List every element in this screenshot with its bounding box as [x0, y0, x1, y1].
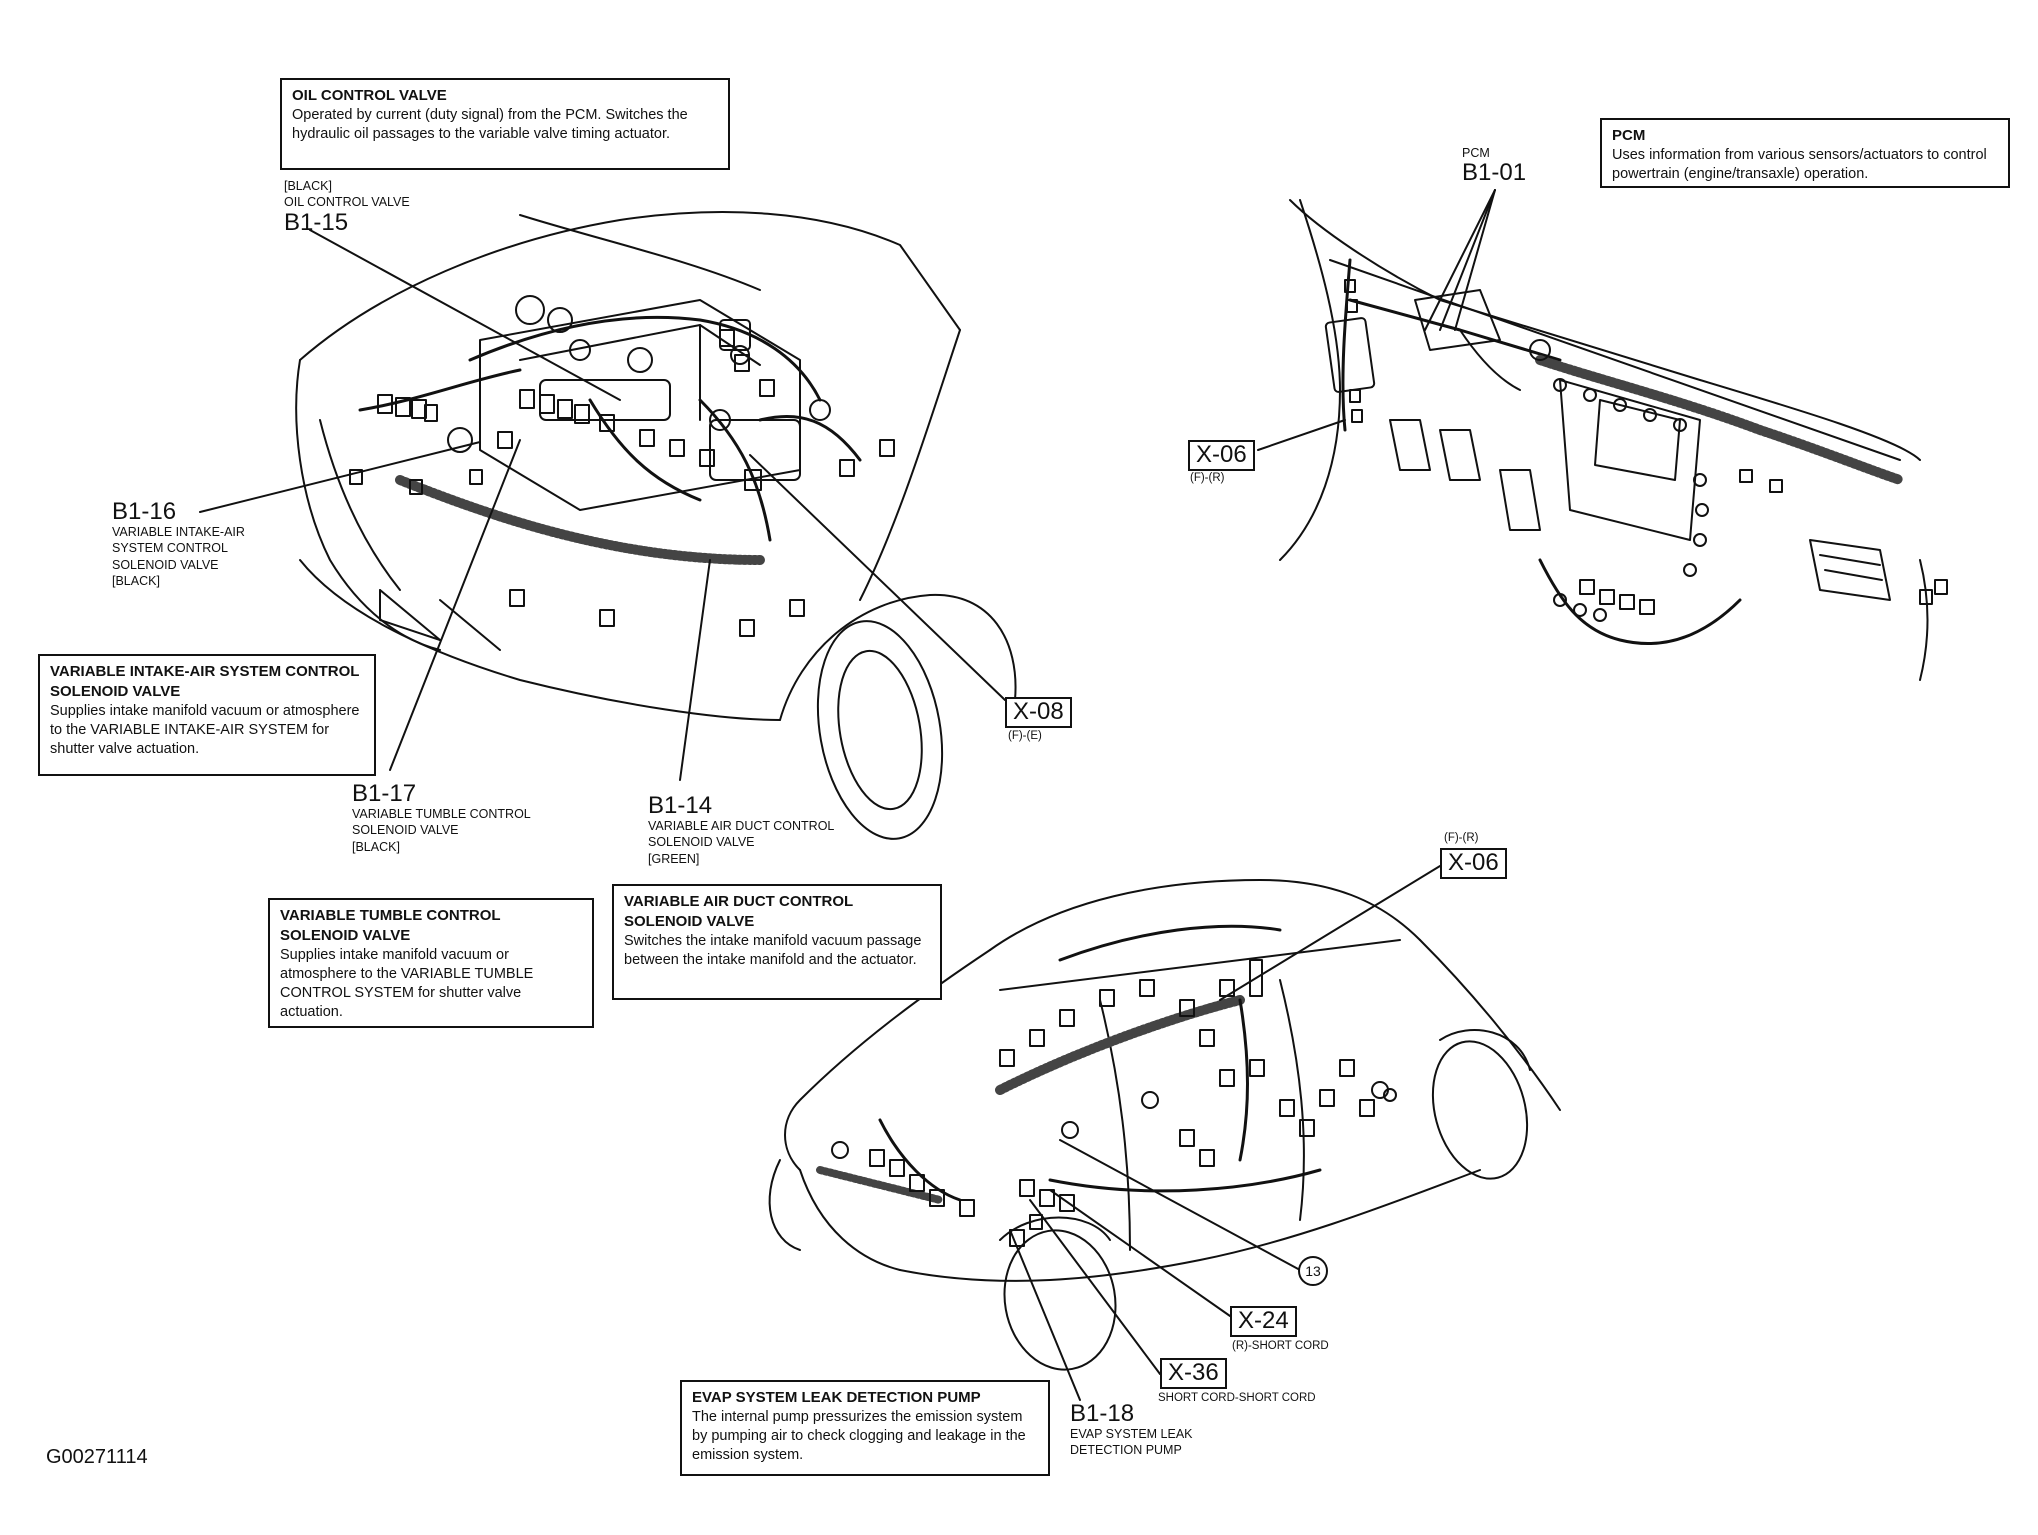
connector-desc: OIL CONTROL VALVE — [284, 195, 410, 210]
callout-variable-tumble-solenoid: VARIABLE TUMBLE CONTROL SOLENOID VALVE S… — [268, 898, 594, 1028]
callout-variable-air-duct-solenoid: VARIABLE AIR DUCT CONTROL SOLENOID VALVE… — [612, 884, 942, 1000]
callout-body: Switches the intake manifold vacuum pass… — [624, 932, 922, 968]
callout-body: Operated by current (duty signal) from t… — [292, 106, 688, 142]
joint-note: (F)-(R) — [1190, 472, 1225, 484]
joint-x-24: X-24 — [1230, 1306, 1297, 1337]
callout-title: OIL CONTROL VALVE — [292, 87, 447, 104]
connector-b1-18: B1-18 EVAP SYSTEM LEAK DETECTION PUMP — [1070, 1402, 1193, 1459]
leader-lines — [199, 189, 1496, 1401]
connector-color: [BLACK] — [352, 839, 400, 854]
connector-code: B1-15 — [284, 208, 349, 236]
connector-code: B1-17 — [352, 780, 417, 807]
connector-desc: VARIABLE TUMBLE CONTROL — [352, 807, 531, 821]
connector-b1-17: B1-17 VARIABLE TUMBLE CONTROL SOLENOID V… — [352, 782, 531, 855]
connector-desc: SOLENOID VALVE — [112, 557, 219, 572]
connector-color: [BLACK] — [112, 573, 160, 588]
connector-desc: VARIABLE AIR DUCT CONTROL — [648, 819, 835, 833]
callout-body: Supplies intake manifold vacuum or atmos… — [50, 702, 360, 757]
joint-note: SHORT CORD-SHORT CORD — [1158, 1392, 1316, 1404]
connector-desc: SOLENOID VALVE — [648, 835, 755, 850]
joint-x-06-body: X-06 — [1440, 848, 1507, 879]
connector-desc: VARIABLE INTAKE-AIR — [112, 525, 245, 539]
connector-code: B1-16 — [112, 498, 177, 525]
joint-note: (F)-(R) — [1444, 832, 1479, 844]
callout-pcm: PCM Uses information from various sensor… — [1600, 118, 2010, 188]
connector-color: [GREEN] — [648, 851, 700, 866]
callout-title: EVAP SYSTEM LEAK DETECTION PUMP — [692, 1389, 981, 1406]
callout-title: VARIABLE INTAKE-AIR SYSTEM CONTROL SOLEN… — [50, 663, 360, 700]
connector-code: B1-01 — [1462, 159, 1527, 187]
callout-body: The internal pump pressurizes the emissi… — [692, 1408, 1026, 1464]
ground-point-13: 13 — [1298, 1256, 1328, 1286]
connector-desc: EVAP SYSTEM LEAK — [1070, 1427, 1193, 1441]
callout-title: VARIABLE AIR DUCT CONTROL SOLENOID VALVE — [624, 893, 853, 930]
callout-variable-intake-air-solenoid: VARIABLE INTAKE-AIR SYSTEM CONTROL SOLEN… — [38, 654, 376, 776]
connector-color: [BLACK] — [284, 179, 332, 193]
callout-title: VARIABLE TUMBLE CONTROL SOLENOID VALVE — [280, 907, 501, 944]
figure-id: G00271114 — [46, 1446, 148, 1468]
connector-desc: PCM — [1462, 146, 1490, 160]
joint-x-06-dash: X-06 — [1188, 440, 1255, 471]
connector-desc: SYSTEM CONTROL — [112, 541, 228, 556]
callout-evap-leak-detection-pump: EVAP SYSTEM LEAK DETECTION PUMP The inte… — [680, 1380, 1050, 1476]
connector-code: B1-14 — [648, 792, 713, 819]
callout-oil-control-valve: OIL CONTROL VALVE Operated by current (d… — [280, 78, 730, 170]
connector-b1-01: PCM B1-01 — [1462, 145, 1526, 185]
engine-compartment-drawing — [295, 211, 1017, 840]
callout-title: PCM — [1612, 127, 1646, 144]
callout-body: Uses information from various sensors/ac… — [1612, 146, 1987, 182]
connector-b1-14: B1-14 VARIABLE AIR DUCT CONTROL SOLENOID… — [648, 794, 834, 867]
joint-note: (R)-SHORT CORD — [1232, 1340, 1329, 1352]
callout-body: Supplies intake manifold vacuum or atmos… — [280, 946, 534, 1020]
joint-x-08: X-08 — [1005, 697, 1072, 728]
connector-desc: SOLENOID VALVE — [352, 823, 459, 838]
dashboard-drawing — [1279, 199, 1948, 681]
joint-note: (F)-(E) — [1008, 730, 1042, 742]
connector-b1-15: [BLACK] OIL CONTROL VALVE B1-15 — [284, 178, 410, 235]
connector-b1-16: B1-16 VARIABLE INTAKE-AIR SYSTEM CONTROL… — [112, 500, 245, 589]
joint-x-36: X-36 — [1160, 1358, 1227, 1389]
car-body-drawing — [768, 879, 1561, 1371]
connector-desc: DETECTION PUMP — [1070, 1443, 1182, 1458]
connector-code: B1-18 — [1070, 1400, 1135, 1427]
